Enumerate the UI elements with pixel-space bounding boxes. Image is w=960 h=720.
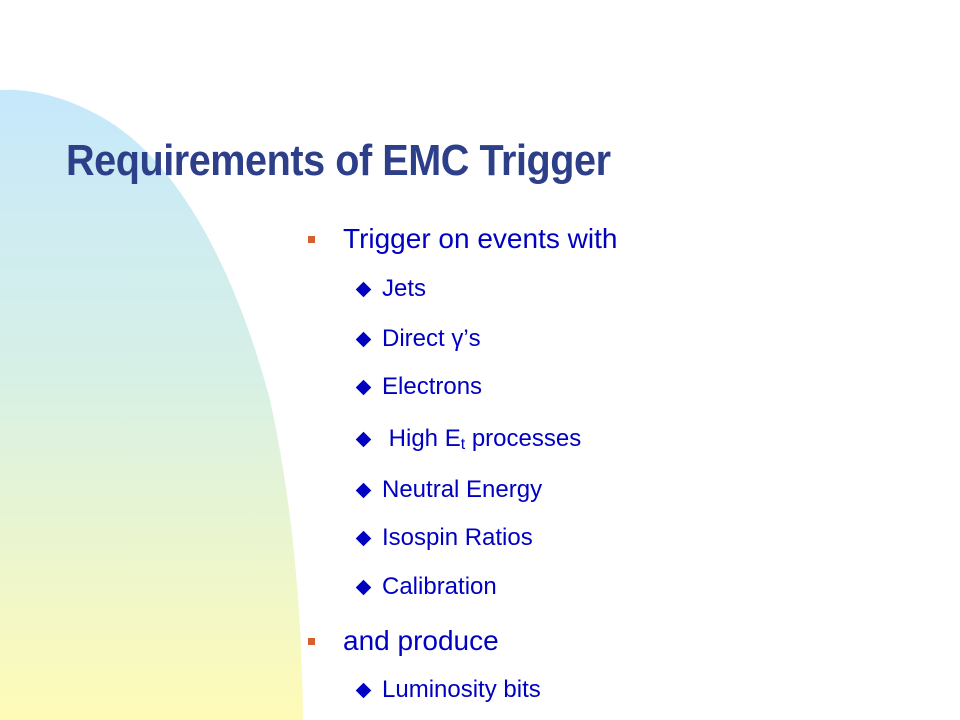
diamond-bullet-icon xyxy=(355,579,372,595)
subitem-text: Isospin Ratios xyxy=(382,524,533,551)
bullet-text: Trigger on events with xyxy=(343,223,618,254)
bullet-trigger-on-events: Trigger on events with xyxy=(308,219,617,259)
subitem-text: Neutral Energy xyxy=(382,476,543,503)
diamond-bullet-icon xyxy=(355,281,372,297)
subitem-text: Calibration xyxy=(382,573,497,600)
subitem-calibration: Calibration xyxy=(355,570,497,604)
subitem-luminosity-bits: Luminosity bits xyxy=(355,673,541,707)
diamond-bullet-icon xyxy=(355,530,372,546)
diamond-bullet-icon xyxy=(355,331,372,347)
diamond-bullet-icon xyxy=(355,431,372,447)
subitem-jets: Jets xyxy=(355,272,427,306)
subitem-text-processes: processes xyxy=(465,425,582,452)
subitem-text: Electrons xyxy=(382,373,483,400)
square-bullet-icon xyxy=(308,637,315,645)
bullet-text: and produce xyxy=(343,625,499,656)
subitem-text: Direct γ’s xyxy=(382,325,481,352)
subitem-text: Luminosity bits xyxy=(382,676,541,703)
bullet-and-produce: and produce xyxy=(308,621,499,661)
slide-title: Requirements of EMC Trigger xyxy=(66,136,611,185)
diamond-bullet-icon xyxy=(355,682,372,698)
subitem-high-et-processes: High E t processes xyxy=(355,422,582,456)
subitem-text-high-e: High E xyxy=(382,425,461,452)
subitem-direct-gammas: Direct γ’s xyxy=(355,322,481,356)
subitem-neutral-energy: Neutral Energy xyxy=(355,473,543,507)
subitem-text: Jets xyxy=(382,275,427,302)
subitem-isospin-ratios: Isospin Ratios xyxy=(355,521,533,555)
square-bullet-icon xyxy=(308,235,315,243)
subitem-electrons: Electrons xyxy=(355,370,483,404)
subscript-t: t xyxy=(460,436,466,453)
diamond-bullet-icon xyxy=(355,482,372,498)
diamond-bullet-icon xyxy=(355,379,372,395)
